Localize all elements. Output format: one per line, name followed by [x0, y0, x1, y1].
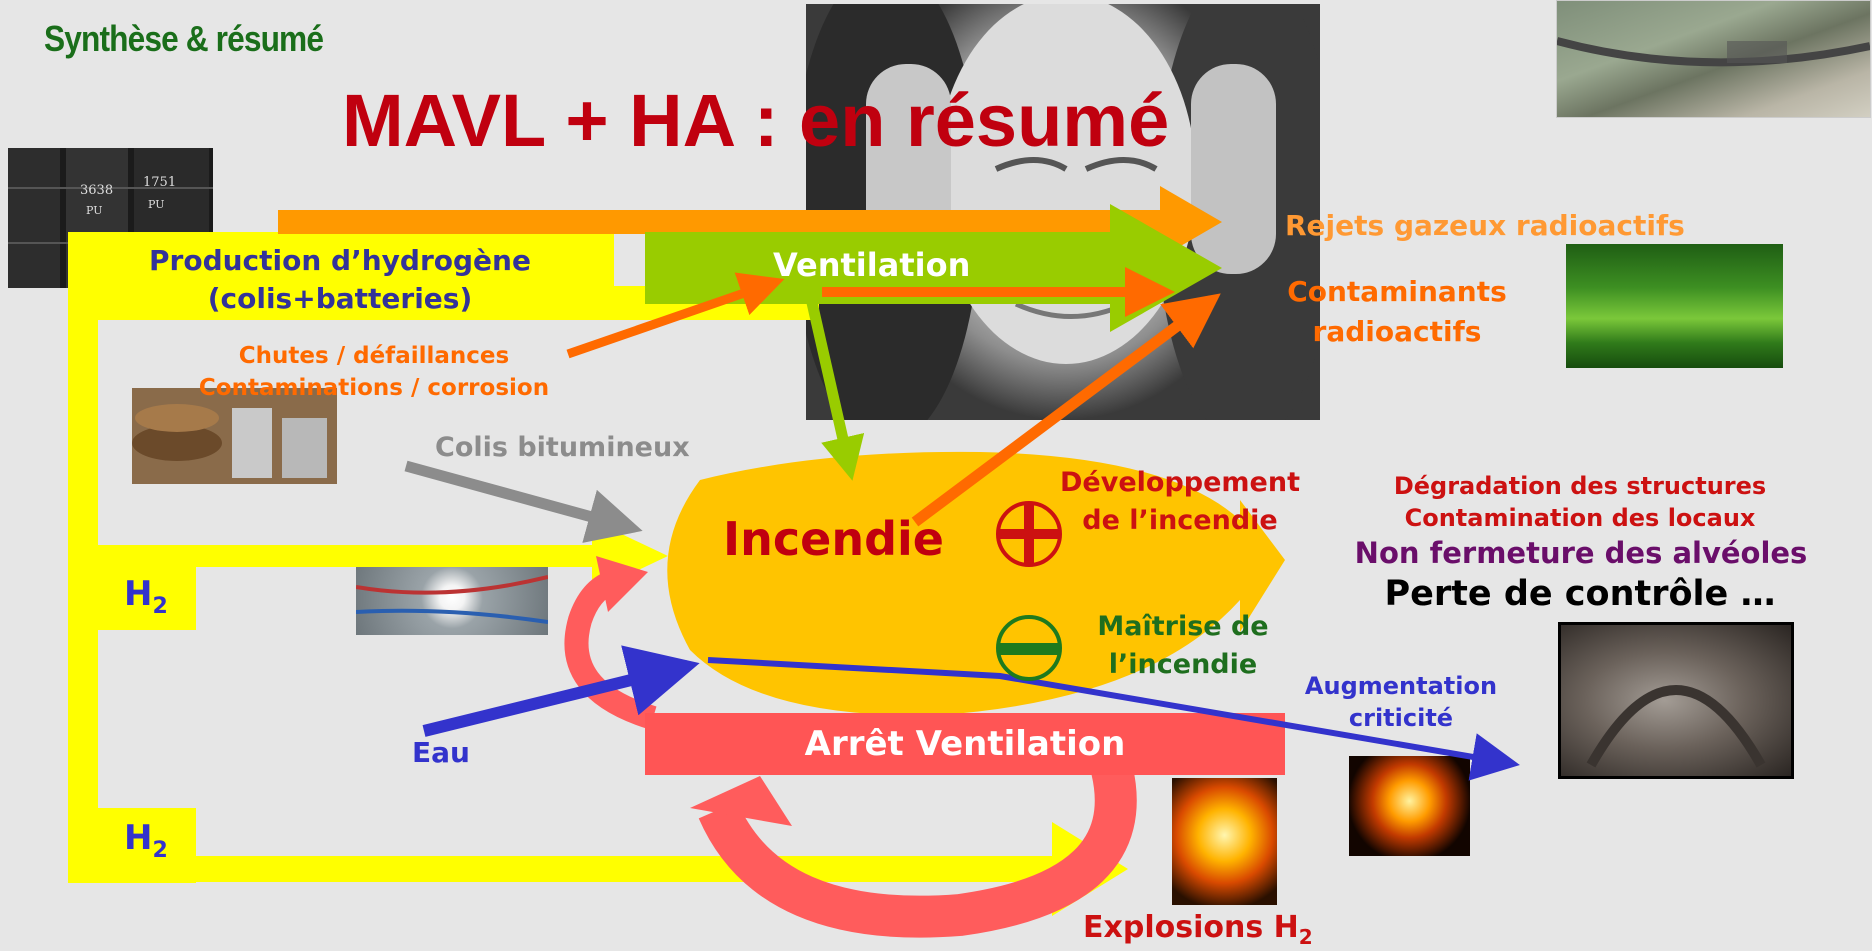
explosions-subscript: 2 [1299, 925, 1313, 949]
augmentation-line2: criticité [1290, 702, 1512, 734]
h2-upper-subscript: 2 [152, 594, 167, 619]
ventilation-arrow [645, 204, 1222, 470]
rejets-label: Rejets gazeux radioactifs [1285, 209, 1685, 242]
h2-lower-subscript: 2 [152, 838, 167, 863]
h2-upper-label: H2 [124, 574, 168, 619]
non-fermeture-label: Non fermeture des alvéoles [1338, 536, 1824, 570]
ventilation-label: Ventilation [773, 246, 970, 284]
chutes-line1: Chutes / défaillances [175, 340, 573, 372]
augmentation-label: Augmentation criticité [1290, 670, 1512, 734]
production-line2: (colis+batteries) [118, 280, 562, 318]
explosions-text: Explosions H [1083, 910, 1299, 945]
chutes-line2: Contaminations / corrosion [175, 372, 573, 404]
chutes-label: Chutes / défaillances Contaminations / c… [175, 340, 573, 404]
production-line1: Production d’hydrogène [118, 242, 562, 280]
contaminants-line2: radioactifs [1262, 312, 1532, 352]
production-label: Production d’hydrogène (colis+batteries) [118, 242, 562, 318]
h2-lower-symbol: H [124, 818, 152, 858]
perte-controle-label: Perte de contrôle … [1370, 574, 1790, 614]
maitrise-line1: Maîtrise de [1080, 608, 1286, 646]
contamination-locaux-label: Contamination des locaux [1360, 504, 1800, 532]
colis-arrow [406, 466, 632, 528]
h2-upper-symbol: H [124, 574, 152, 614]
section-title: Synthèse & résumé [44, 18, 323, 60]
h2-lower-label: H2 [124, 818, 168, 863]
explosions-label: Explosions H2 [1083, 910, 1313, 949]
contaminants-line1: Contaminants [1262, 272, 1532, 312]
incendie-label: Incendie [723, 512, 944, 566]
colis-label: Colis bitumineux [435, 432, 690, 463]
page-title: MAVL + HA : en résumé [342, 78, 1169, 163]
arret-ventilation-label: Arrêt Ventilation [645, 724, 1285, 764]
maitrise-label: Maîtrise de l’incendie [1080, 608, 1286, 684]
developpement-line1: Développement [1040, 464, 1320, 502]
eau-label: Eau [412, 736, 470, 769]
maitrise-line2: l’incendie [1080, 646, 1286, 684]
developpement-line2: de l’incendie [1040, 502, 1320, 540]
augmentation-line1: Augmentation [1290, 670, 1512, 702]
developpement-label: Développement de l’incendie [1040, 464, 1320, 540]
degradation-label: Dégradation des structures [1360, 472, 1800, 500]
contaminants-label: Contaminants radioactifs [1262, 272, 1532, 352]
